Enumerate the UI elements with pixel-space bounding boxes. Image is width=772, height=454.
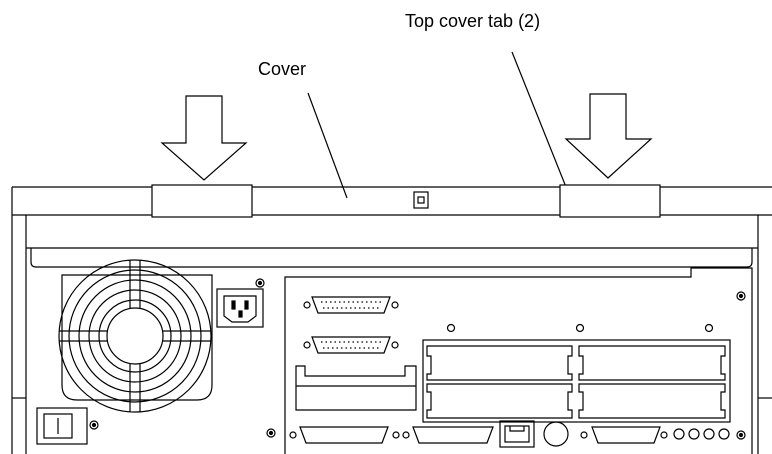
serial-port-icon bbox=[303, 336, 399, 354]
audio-jack-icon bbox=[543, 421, 569, 447]
cover-tab-left bbox=[151, 184, 253, 218]
module-bay bbox=[295, 365, 417, 411]
rj45-port-icon bbox=[499, 420, 535, 448]
power-switch-icon bbox=[36, 407, 88, 445]
expansion-slot bbox=[578, 383, 726, 419]
dsub-connector-icon bbox=[412, 426, 494, 444]
cover-label: Cover bbox=[258, 59, 306, 79]
down-arrow-icon bbox=[564, 93, 653, 179]
cover-lock-icon bbox=[413, 191, 429, 209]
down-arrow-icon bbox=[160, 95, 248, 181]
top-cover-tab-label: Top cover tab (2) bbox=[405, 11, 540, 31]
tab-leader-line bbox=[511, 51, 569, 193]
expansion-slot bbox=[426, 383, 573, 419]
serial-port-icon bbox=[303, 296, 399, 314]
expansion-slot bbox=[578, 345, 726, 381]
power-inlet-icon bbox=[216, 288, 264, 328]
expansion-slot bbox=[426, 345, 573, 381]
cover-leader-line bbox=[307, 92, 348, 199]
dsub-connector-icon bbox=[299, 426, 389, 444]
dsub-connector-icon bbox=[591, 426, 661, 444]
fan-grille-icon bbox=[58, 259, 213, 413]
cover bbox=[11, 184, 772, 454]
io-panel bbox=[284, 267, 753, 454]
screw-icon bbox=[89, 278, 746, 440]
cover-tab-right bbox=[559, 184, 661, 218]
